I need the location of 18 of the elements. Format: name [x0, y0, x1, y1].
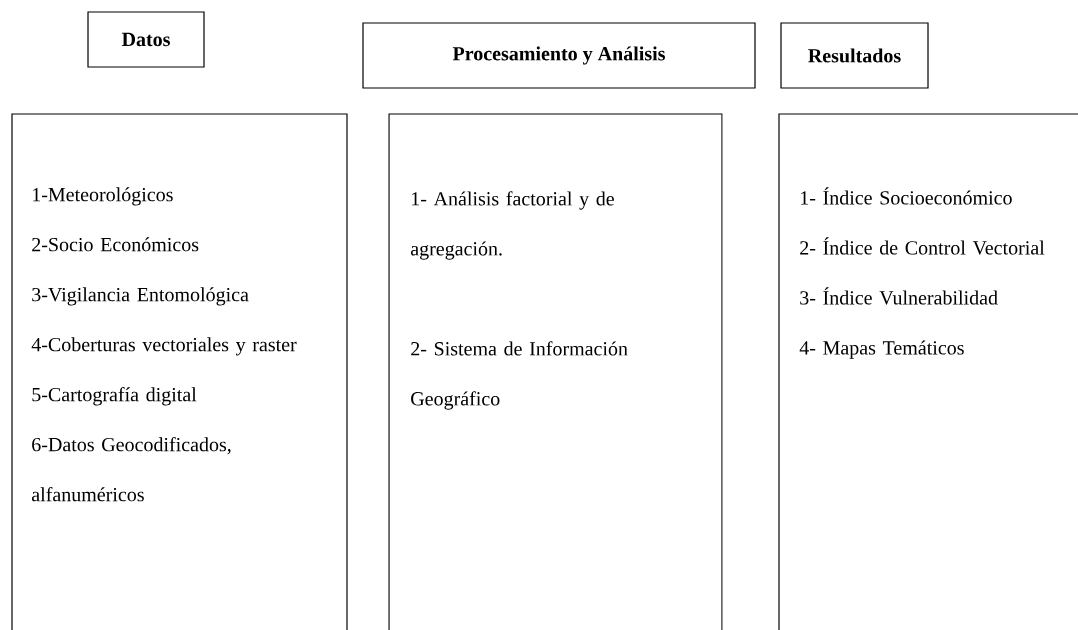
list-item: 3- Índice Vulnerabilidad — [800, 287, 998, 305]
list-item: 3-Vigilancia Entomológica — [32, 287, 249, 306]
header-box: Resultados — [780, 22, 929, 89]
list-item: 2- Índice de Control Vectorial — [800, 237, 1045, 255]
list-item: 1- Índice Socioeconómico — [801, 187, 1012, 205]
header-box: Datos — [87, 11, 205, 68]
list-item: 1- Análisis factorial y de agregación. — [411, 191, 614, 260]
header-box: Procesamiento y Análisis — [362, 22, 756, 89]
list-item: 1-Meteorológicos — [33, 187, 173, 206]
list-item: 4- Mapas Temáticos — [799, 340, 964, 359]
list-item: 4-Coberturas vectoriales y raster — [31, 337, 297, 356]
list-item: 6-Datos Geocodificados, alfanuméricos — [32, 437, 231, 502]
list-item: 2- Sistema de Información Geográfico — [411, 341, 628, 410]
list-item: 5-Cartografía digital — [32, 387, 197, 406]
list-item: 2-Socio Económicos — [32, 237, 199, 252]
column-box — [388, 113, 723, 630]
column-box — [11, 113, 348, 630]
column-box — [778, 113, 1078, 630]
